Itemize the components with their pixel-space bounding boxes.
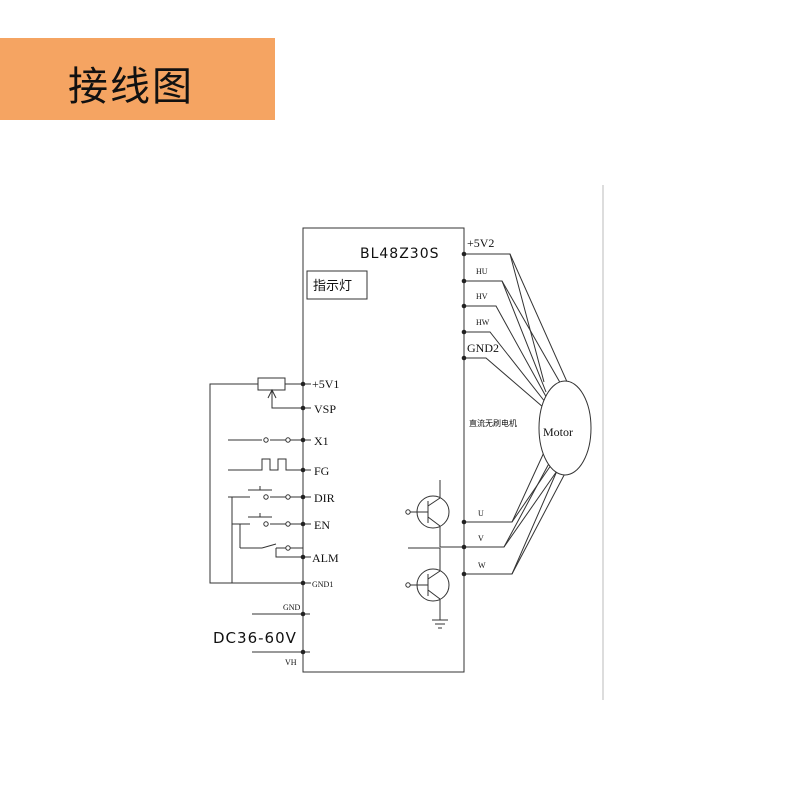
- terminal-label-en: EN: [314, 518, 330, 532]
- motor-label: Motor: [543, 425, 573, 439]
- terminal-label-hv: HV: [476, 292, 488, 301]
- terminal-label-hu: HU: [476, 267, 488, 276]
- driver-model-label: BL48Z30S: [360, 246, 440, 262]
- fg-pulse-waveform: [228, 458, 303, 471]
- indicator-label: 指示灯: [313, 279, 352, 294]
- potentiometer: [257, 377, 286, 391]
- terminal-label-v: V: [478, 534, 484, 543]
- page-title: 接线图: [68, 64, 194, 110]
- terminal-label-5v2: +5V2: [467, 236, 494, 250]
- driver-box: [302, 227, 465, 673]
- terminal-label-hw: HW: [476, 318, 490, 327]
- terminal-label-dir: DIR: [314, 491, 335, 505]
- title-banner: [0, 38, 275, 120]
- terminal-label-w: W: [478, 561, 486, 570]
- terminal-label-gnd2: GND2: [467, 341, 499, 355]
- terminal-label-alm: ALM: [312, 551, 339, 565]
- terminal-label-u: U: [478, 509, 484, 518]
- motor: [538, 380, 592, 476]
- supply-voltage-label: DC36-60V: [213, 629, 297, 647]
- indicator-box: [306, 270, 368, 300]
- terminal-label-x1: X1: [314, 434, 329, 448]
- gnd-label: GND: [283, 603, 301, 612]
- vh-label: VH: [285, 658, 297, 667]
- motor-type-label: 直流无刷电机: [469, 418, 517, 428]
- terminal-label-gnd1: GND1: [312, 580, 333, 589]
- terminal-label-5v1: +5V1: [312, 377, 339, 391]
- terminal-label-vsp: VSP: [314, 402, 336, 416]
- terminal-label-fg: FG: [314, 464, 330, 478]
